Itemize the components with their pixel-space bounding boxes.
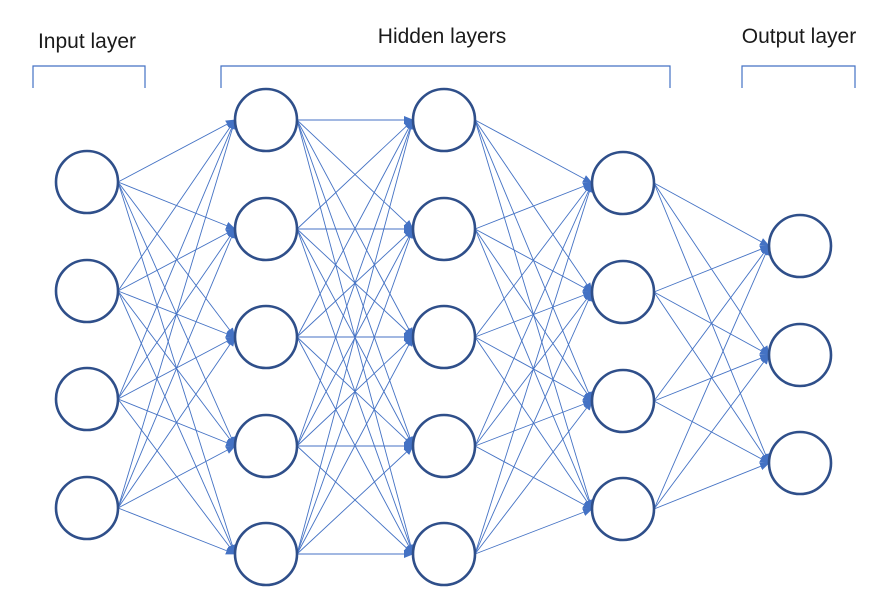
output-neuron-2 bbox=[767, 322, 833, 388]
hidden2-neuron-2 bbox=[411, 196, 477, 262]
hidden3-neuron-4 bbox=[590, 476, 656, 542]
edge-l2n5-l3n3 bbox=[296, 336, 414, 555]
edge-l2n2-l3n1 bbox=[296, 119, 414, 230]
hidden1-neuron-2 bbox=[233, 196, 299, 262]
hidden1-neuron-3 bbox=[233, 304, 299, 370]
hidden2-neuron-4 bbox=[411, 413, 477, 479]
edge-l4n1-l5n1 bbox=[653, 182, 770, 247]
hidden-layers-bracket bbox=[220, 65, 671, 88]
edge-l1n3-l2n1 bbox=[117, 119, 236, 400]
input-neuron-3 bbox=[54, 366, 120, 432]
layer-brackets bbox=[32, 65, 856, 88]
input-neuron-2 bbox=[54, 258, 120, 324]
edge-l1n4-l2n3 bbox=[117, 336, 236, 509]
hidden3-neuron-3 bbox=[590, 368, 656, 434]
edge-l4n3-l5n1 bbox=[653, 245, 770, 402]
edge-l3n5-l4n1 bbox=[474, 182, 594, 555]
hidden1-neuron-4 bbox=[233, 413, 299, 479]
edge-l4n4-l5n3 bbox=[653, 462, 770, 510]
edge-l3n4-l4n1 bbox=[474, 182, 593, 447]
input-layer-bracket bbox=[32, 65, 146, 88]
hidden3-neuron-2 bbox=[590, 259, 656, 325]
input-neuron-1 bbox=[54, 149, 120, 215]
hidden2-neuron-1 bbox=[411, 87, 477, 153]
input-layer-label: Input layer bbox=[37, 30, 137, 53]
hidden-layers-label: Hidden layers bbox=[377, 25, 507, 48]
edge-l3n1-l4n1 bbox=[474, 119, 593, 184]
edge-l2n5-l3n1 bbox=[296, 119, 415, 555]
connections bbox=[117, 116, 770, 558]
hidden1-neuron-5 bbox=[233, 521, 299, 587]
edge-l3n3-l4n1 bbox=[474, 182, 593, 338]
hidden3-neuron-1 bbox=[590, 150, 656, 216]
edge-l2n5-l3n4 bbox=[296, 445, 414, 555]
edge-l2n3-l3n1 bbox=[296, 119, 414, 338]
hidden2-neuron-5 bbox=[411, 521, 477, 587]
output-neuron-1 bbox=[767, 213, 833, 279]
edge-l2n4-l3n1 bbox=[296, 119, 414, 447]
edge-l2n5-l3n2 bbox=[296, 228, 414, 555]
hidden1-neuron-1 bbox=[233, 87, 299, 153]
edge-l1n4-l2n1 bbox=[117, 119, 237, 509]
edge-l1n4-l2n5 bbox=[117, 507, 236, 555]
neurons bbox=[54, 87, 833, 587]
edge-l4n2-l5n1 bbox=[653, 245, 770, 293]
edge-l3n5-l4n2 bbox=[474, 291, 593, 555]
edge-l1n4-l2n4 bbox=[117, 445, 236, 509]
output-layer-label: Output layer bbox=[741, 25, 857, 48]
edge-l3n2-l4n1 bbox=[474, 182, 593, 230]
hidden2-neuron-3 bbox=[411, 304, 477, 370]
edge-l4n4-l5n2 bbox=[653, 354, 770, 510]
edge-l4n4-l5n1 bbox=[653, 245, 770, 510]
output-layer-bracket bbox=[741, 65, 856, 88]
edge-l1n1-l2n1 bbox=[117, 119, 236, 183]
edge-l3n5-l4n4 bbox=[474, 508, 593, 555]
input-neuron-4 bbox=[54, 475, 120, 541]
edge-l1n2-l2n1 bbox=[117, 119, 236, 292]
edge-l3n5-l4n3 bbox=[474, 400, 593, 555]
edge-l1n4-l2n2 bbox=[117, 228, 236, 509]
output-neuron-3 bbox=[767, 430, 833, 496]
